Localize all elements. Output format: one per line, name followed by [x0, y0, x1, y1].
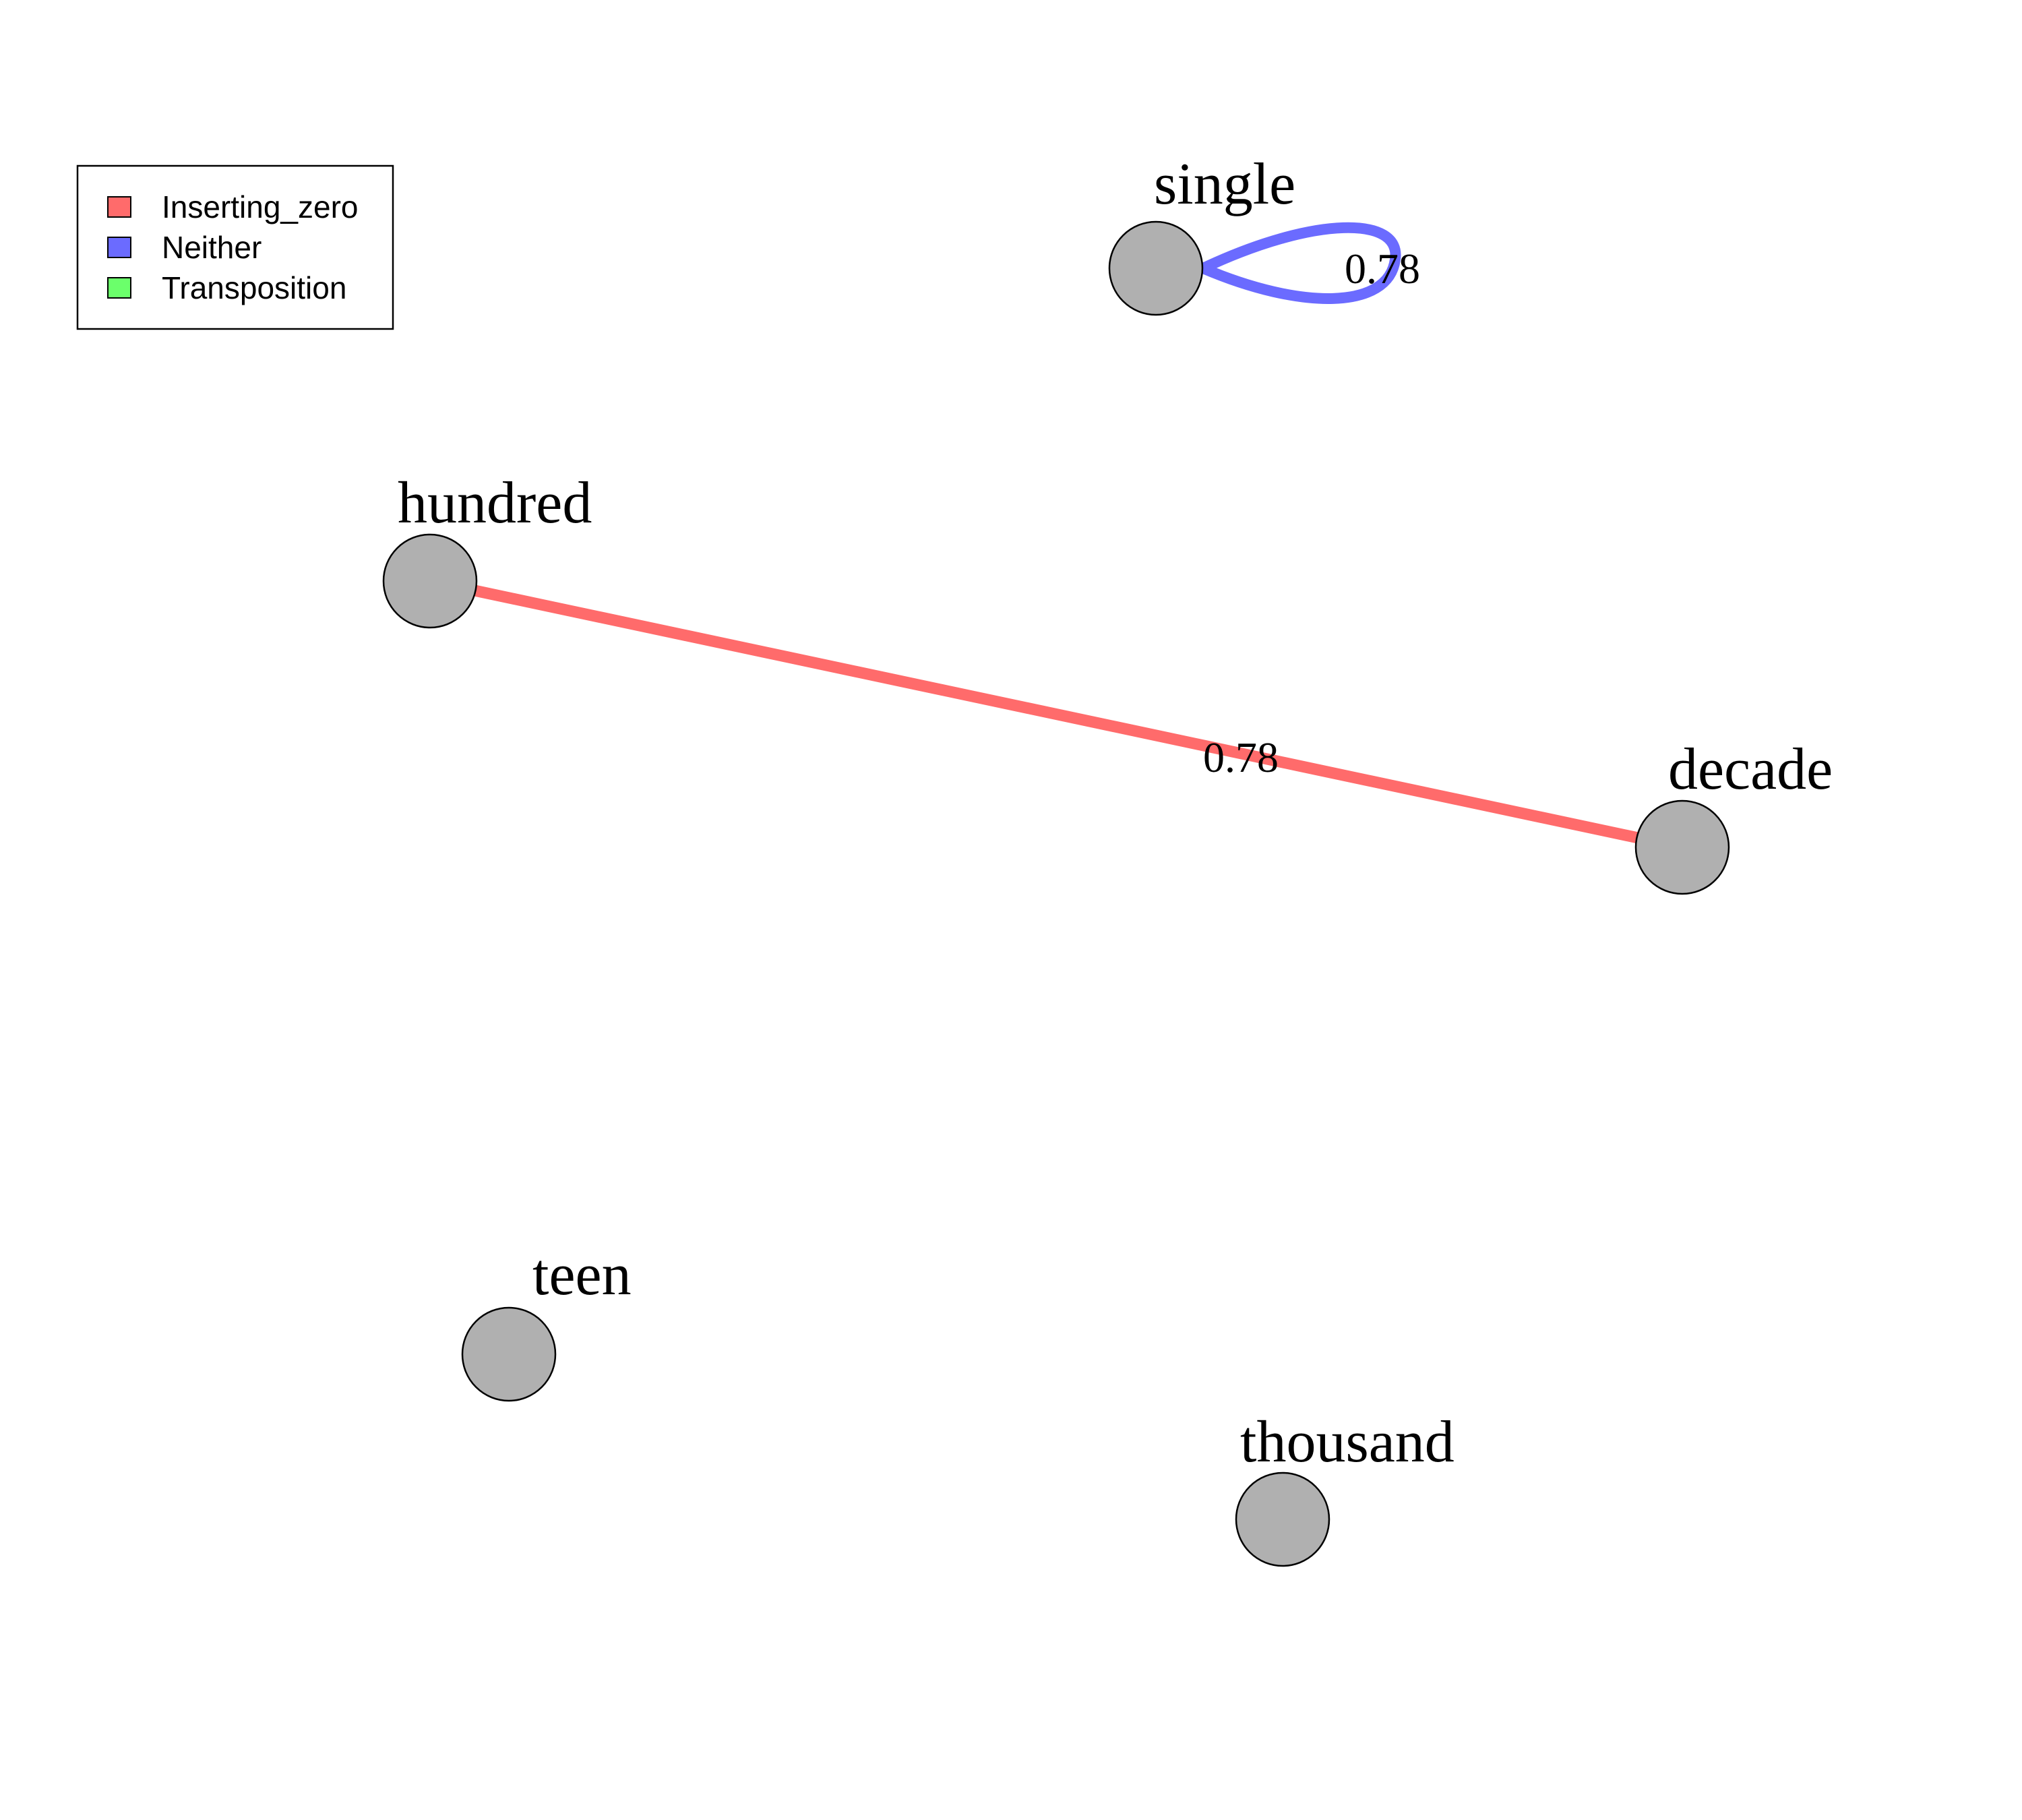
node-single: single	[1108, 152, 1295, 316]
edge-label-hundred-decade: 0.78	[1203, 733, 1279, 781]
edge-single-self-loop	[1190, 222, 1401, 304]
node-circle-decade	[1634, 799, 1730, 895]
node-label-decade: decade	[1668, 737, 1833, 802]
legend-label-transposition: Transposition	[162, 270, 346, 305]
node-hundred: hundred	[382, 471, 592, 629]
legend-label-inserting-zero: Inserting_zero	[162, 189, 359, 224]
node-teen: teen	[461, 1242, 632, 1402]
node-thousand: thousand	[1235, 1409, 1454, 1567]
node-circle-thousand	[1235, 1472, 1330, 1567]
edges	[429, 222, 1684, 853]
node-label-teen: teen	[532, 1242, 632, 1308]
legend-label-neither: Neither	[162, 230, 262, 265]
legend-swatch-neither	[107, 237, 131, 258]
edge-hundred-decade	[429, 575, 1684, 853]
legend-swatch-transposition	[107, 277, 131, 299]
node-label-hundred: hundred	[398, 471, 592, 536]
node-circle-hundred	[382, 533, 478, 629]
edge-labels: 0.78 0.78	[1203, 245, 1420, 781]
legend-swatch-inserting-zero	[107, 196, 131, 218]
edge-label-single-self-loop: 0.78	[1345, 245, 1420, 293]
node-decade: decade	[1634, 737, 1833, 895]
node-circle-teen	[461, 1306, 557, 1402]
legend: Inserting_zero Neither Transposition	[76, 164, 394, 330]
node-circle-single	[1108, 220, 1204, 316]
node-label-thousand: thousand	[1240, 1409, 1454, 1475]
node-label-single: single	[1154, 152, 1295, 217]
